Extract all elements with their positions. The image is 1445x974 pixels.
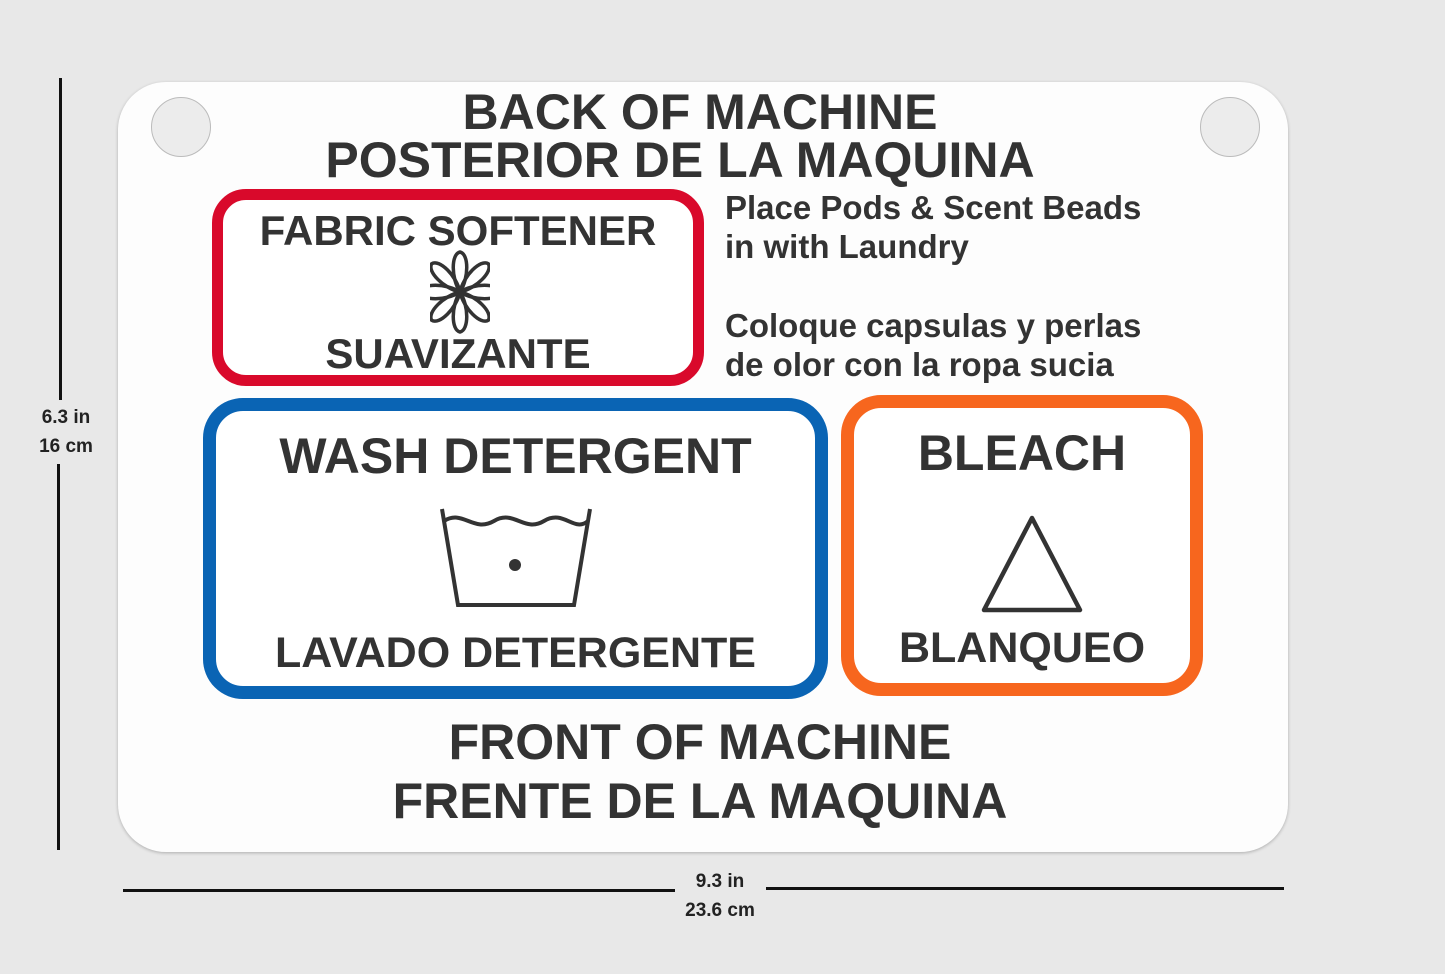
footer-en: FRONT OF MACHINE (448, 714, 952, 770)
header-en: BACK OF MACHINE (462, 84, 938, 140)
bleach-subtitle: BLANQUEO (898, 624, 1146, 672)
footer-es: FRENTE DE LA MAQUINA (392, 773, 1008, 829)
height-dimension-line-top (59, 78, 62, 400)
width-dimension-line-left (123, 889, 675, 892)
softener-subtitle: SUAVIZANTE (325, 330, 591, 377)
width-label: 9.3 in 23.6 cm (668, 867, 772, 925)
width-dimension-line-right (766, 887, 1284, 890)
softener-title: FABRIC SOFTENER (259, 207, 657, 254)
note-en-line1: Place Pods & Scent Beads (725, 189, 1142, 226)
bleach-box: BLEACH BLANQUEO (841, 395, 1203, 696)
detergent-title: WASH DETERGENT (279, 428, 752, 484)
triangle-icon (981, 515, 1083, 613)
note-es-line1: Coloque capsulas y perlas (725, 307, 1142, 344)
height-cm: 16 cm (39, 436, 93, 457)
height-label: 6.3 in 16 cm (20, 403, 112, 461)
mounting-hole-right (1200, 97, 1260, 157)
note-es-line2: de olor con la ropa sucia (725, 346, 1114, 383)
flower-icon (430, 250, 490, 334)
width-inches: 9.3 in (695, 871, 745, 892)
note-en-line2: in with Laundry (725, 228, 969, 265)
bleach-title: BLEACH (917, 425, 1127, 481)
note-spanish: Coloque capsulas y perlas de olor con la… (725, 306, 1141, 384)
header-es: POSTERIOR DE LA MAQUINA (325, 132, 1035, 188)
wash-tub-icon (440, 508, 592, 607)
detergent-subtitle: LAVADO DETERGENTE (275, 629, 756, 677)
mounting-hole-left (151, 97, 211, 157)
note-english: Place Pods & Scent Beads in with Laundry (725, 188, 1141, 266)
height-dimension-line-bottom (57, 464, 60, 850)
height-inches: 6.3 in (41, 407, 91, 428)
width-cm: 23.6 cm (685, 900, 755, 921)
fabric-softener-box: FABRIC SOFTENER SUAVIZANTE (212, 189, 704, 386)
wash-detergent-box: WASH DETERGENT LAVADO DETERGENTE (203, 398, 828, 699)
